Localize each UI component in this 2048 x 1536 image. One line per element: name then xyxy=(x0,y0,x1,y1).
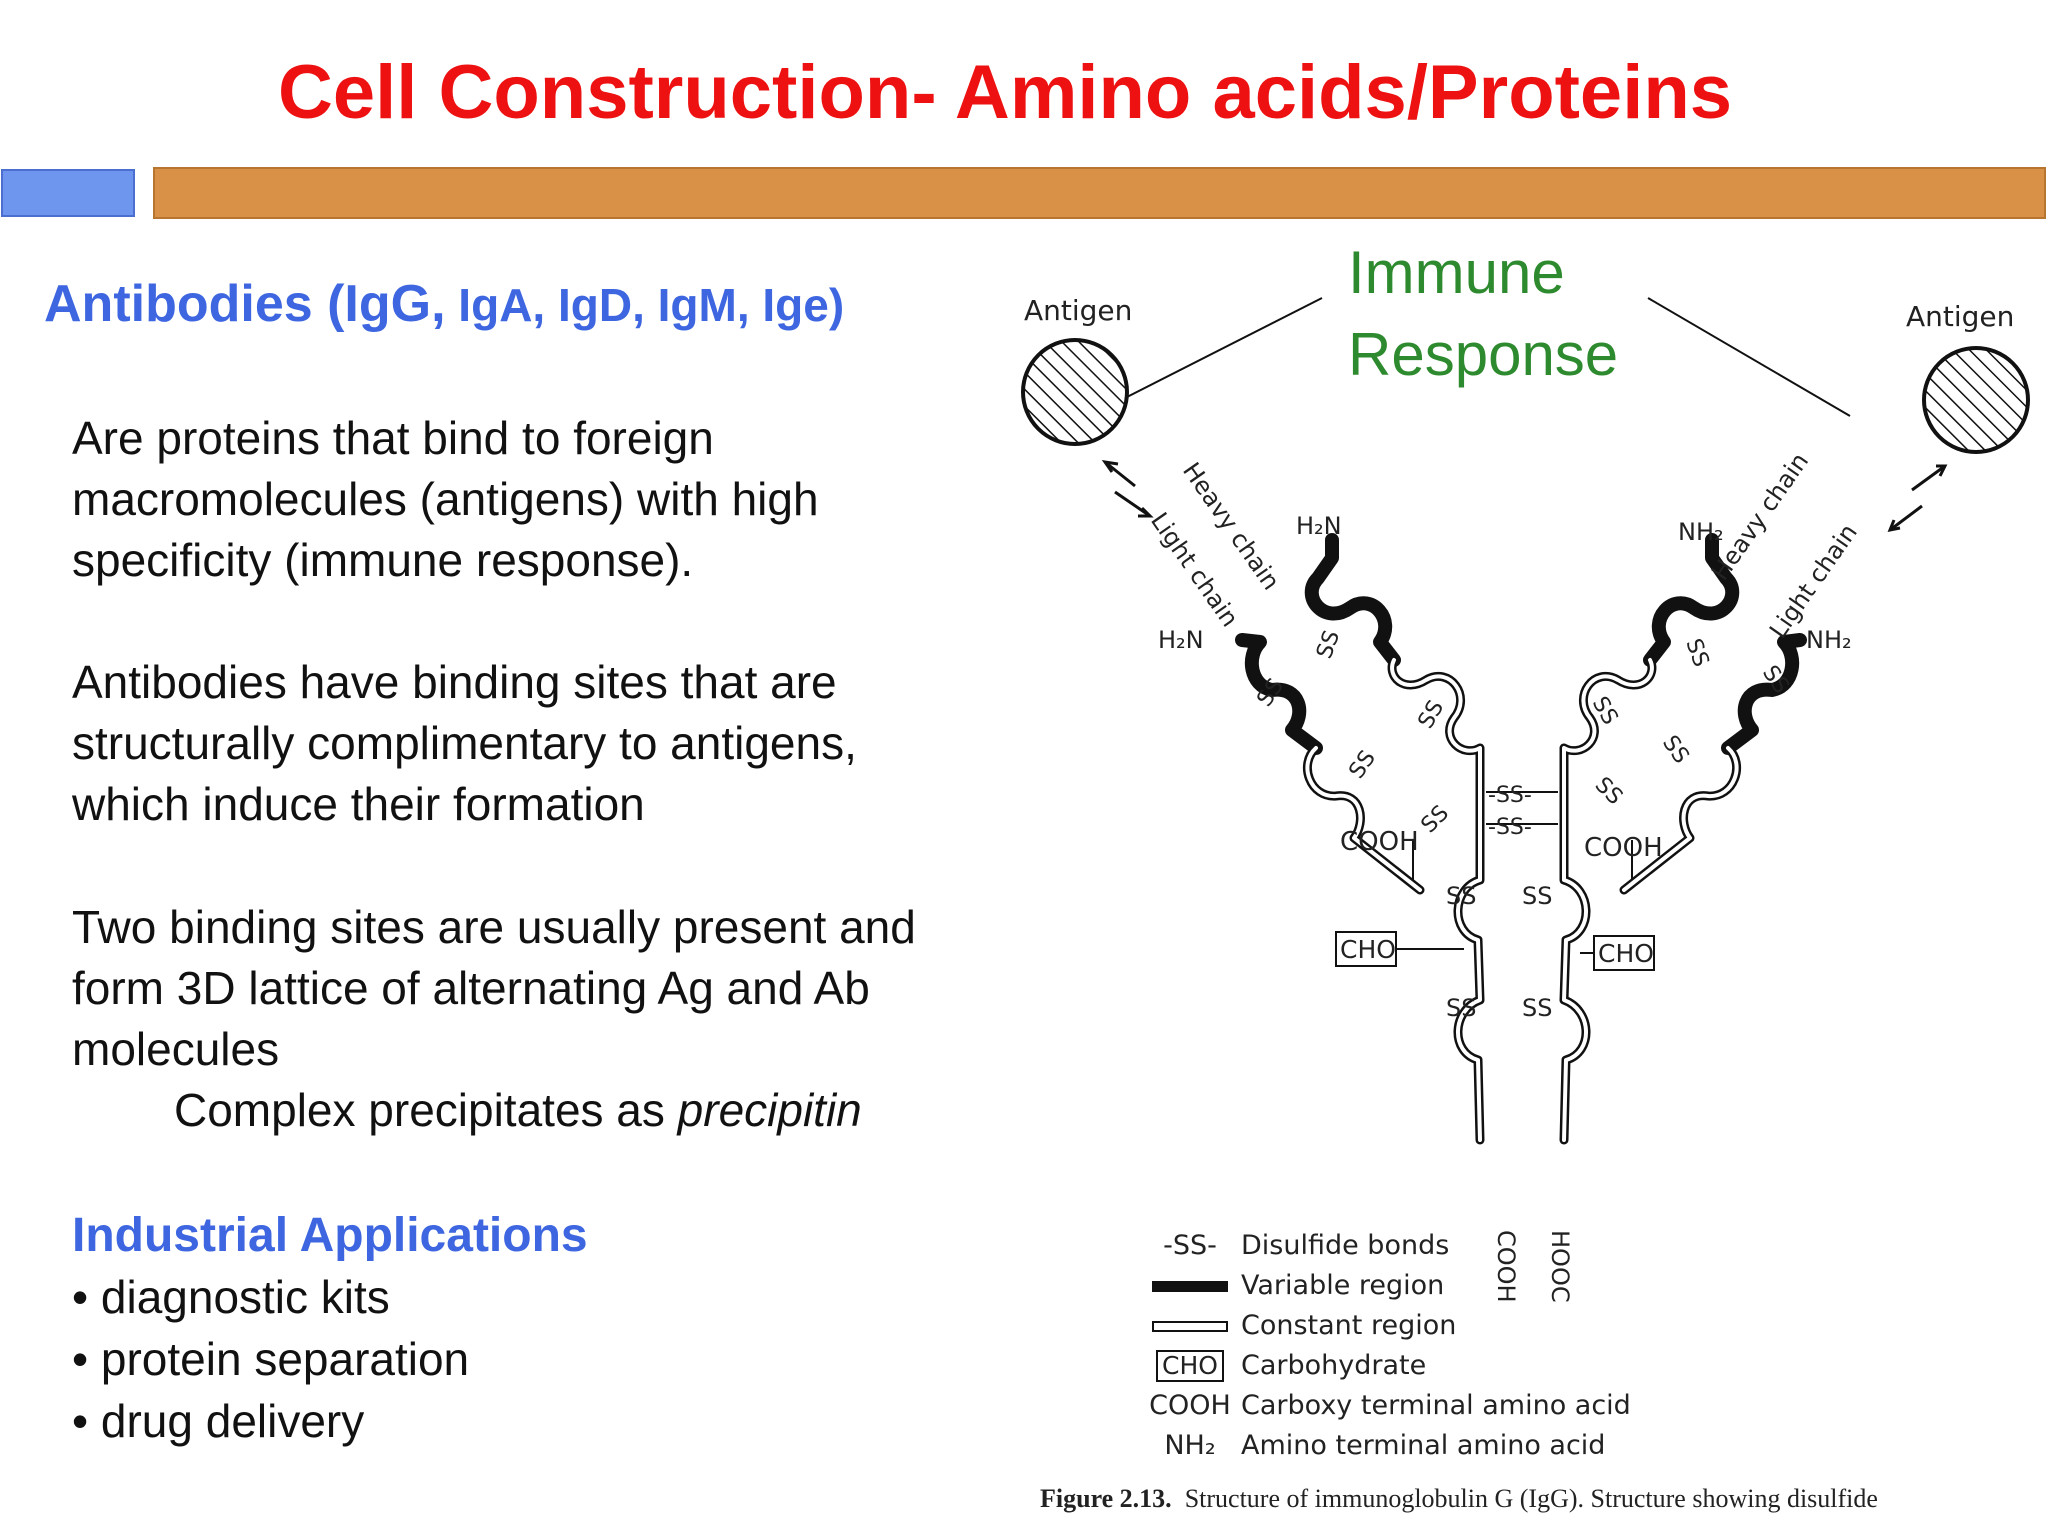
diagram-legend: -SS- Disulfide bonds Variable region Cons… xyxy=(1145,1226,1631,1466)
list-item: diagnostic kits xyxy=(72,1266,469,1328)
binding-arrows xyxy=(1101,459,1948,533)
title-accent-bar-blue xyxy=(1,169,135,217)
legend-label: Amino terminal amino acid xyxy=(1241,1430,1606,1461)
caption-text: Structure of immunoglobulin G (IgG). Str… xyxy=(1184,1484,1878,1513)
para3-line: Two binding sites are usually present an… xyxy=(72,901,916,953)
legend-label: Constant region xyxy=(1241,1310,1457,1341)
figure-caption: Figure 2.13. Structure of immunoglobulin… xyxy=(1040,1484,1878,1514)
right-light-chain xyxy=(1619,633,1807,895)
para2-line: structurally complimentary to antigens, xyxy=(72,717,857,769)
nh2-heavy-right: NH₂ xyxy=(1678,518,1724,546)
ss-label: SS xyxy=(1522,882,1552,910)
para1-line: Are proteins that bind to foreign xyxy=(72,412,714,464)
constant-region-swatch xyxy=(1152,1320,1228,1332)
para3-line: form 3D lattice of alternating Ag and Ab xyxy=(72,962,870,1014)
light-chain-right-label: Light chain xyxy=(1764,519,1863,644)
paragraph-definition: Are proteins that bind to foreign macrom… xyxy=(72,408,819,591)
legend-label: Carboxy terminal amino acid xyxy=(1241,1390,1631,1421)
h2n-heavy-left: H₂N xyxy=(1296,512,1342,540)
para3-line: molecules xyxy=(72,1023,280,1075)
legend-row: -SS- Disulfide bonds xyxy=(1145,1226,1631,1266)
precipitin-line: Complex precipitates as precipitin xyxy=(174,1080,916,1141)
title-accent-bar-orange xyxy=(153,167,2046,219)
ss-label: SS xyxy=(1680,636,1713,671)
legend-label: Disulfide bonds xyxy=(1241,1230,1450,1261)
ss-label: SS xyxy=(1590,773,1627,810)
caption-label: Figure 2.13. xyxy=(1040,1484,1172,1513)
precipitin-prefix: Complex precipitates as xyxy=(174,1084,678,1136)
legend-row: CHO Carbohydrate xyxy=(1145,1346,1631,1386)
igg-structure-diagram: Antigen Antigen xyxy=(1021,294,2030,1303)
antibodies-heading: Antibodies (IgG, IgA, IgD, IgM, Ige) xyxy=(44,272,844,337)
legend-symbol-ss: -SS- xyxy=(1163,1230,1217,1261)
legend-label: Carbohydrate xyxy=(1241,1350,1427,1381)
legend-row: Constant region xyxy=(1145,1306,1631,1346)
ss-label: SS xyxy=(1344,746,1381,783)
list-item: protein separation xyxy=(72,1328,469,1390)
legend-symbol-nh2: NH₂ xyxy=(1164,1430,1216,1461)
legend-row: Variable region xyxy=(1145,1266,1631,1306)
cho-left: CHO xyxy=(1335,931,1464,967)
para2-line: Antibodies have binding sites that are xyxy=(72,656,837,708)
immune-line: Immune xyxy=(1348,239,1565,306)
left-light-chain xyxy=(1235,633,1425,895)
legend-row: NH₂ Amino terminal amino acid xyxy=(1145,1426,1631,1466)
antigen-right-label: Antigen xyxy=(1906,300,2014,333)
ss-label: SS xyxy=(1417,801,1454,838)
nh2-light-right: NH₂ xyxy=(1806,626,1852,654)
para1-line: macromolecules (antigens) with high xyxy=(72,473,819,525)
ss-label: SS xyxy=(1414,696,1450,733)
cho-right: CHO xyxy=(1580,935,1655,971)
precipitin-word: precipitin xyxy=(677,1084,862,1136)
para1-line: specificity (immune response). xyxy=(72,534,694,586)
antigen-left: Antigen xyxy=(1021,294,1132,446)
cooh-left-label: COOH xyxy=(1340,827,1419,857)
cooh-right-label: COOH xyxy=(1584,833,1663,863)
para2-line: which induce their formation xyxy=(72,778,645,830)
immune-response-label: Immune Response xyxy=(1348,232,1618,396)
heavy-chain-right-label: Heavy chain xyxy=(1706,448,1814,586)
ss-label: SS xyxy=(1446,882,1476,910)
applications-heading: Industrial Applications xyxy=(72,1209,588,1262)
ss-label: SS xyxy=(1446,994,1476,1022)
cho-right-label: CHO xyxy=(1598,939,1654,968)
cho-left-label: CHO xyxy=(1340,935,1396,964)
ss-label: SS xyxy=(1657,731,1694,768)
legend-symbol-cho: CHO xyxy=(1145,1350,1235,1382)
h2n-light-left: H₂N xyxy=(1158,626,1204,654)
legend-row: COOH Carboxy terminal amino acid xyxy=(1145,1386,1631,1426)
variable-region-swatch xyxy=(1152,1280,1228,1292)
right-heavy-chain xyxy=(1559,533,1740,1145)
heading-rest: IgA, IgD, IgM, Ige) xyxy=(445,279,845,331)
cho-swatch: CHO xyxy=(1156,1350,1224,1382)
left-heavy-chain xyxy=(1304,533,1485,1145)
antigen-left-label: Antigen xyxy=(1024,294,1132,327)
hooc-bottom-label: HOOC xyxy=(1546,1230,1574,1303)
hinge-disulfide-bonds xyxy=(1412,791,1633,880)
applications-list: diagnostic kits protein separation drug … xyxy=(72,1266,469,1452)
cooh-bottom-label: COOH xyxy=(1492,1230,1520,1303)
ss-bond-label: -SS- xyxy=(1488,783,1532,808)
legend-symbol-cooh: COOH xyxy=(1149,1390,1231,1421)
slide-title: Cell Construction- Amino acids/Proteins xyxy=(277,50,1733,135)
legend-symbol-variable xyxy=(1145,1280,1235,1292)
legend-label: Variable region xyxy=(1241,1270,1445,1301)
ss-bond-label: -SS- xyxy=(1488,815,1532,840)
list-item: drug delivery xyxy=(72,1390,469,1452)
paragraph-lattice: Two binding sites are usually present an… xyxy=(72,897,916,1141)
legend-symbol-constant xyxy=(1145,1320,1235,1332)
ss-label: SS xyxy=(1312,627,1345,662)
paragraph-binding-sites: Antibodies have binding sites that are s… xyxy=(72,652,857,835)
ss-label: SS xyxy=(1522,994,1552,1022)
heading-main: Antibodies (IgG, xyxy=(44,275,446,333)
immune-line: Response xyxy=(1348,321,1619,388)
antigen-right: Antigen xyxy=(1906,300,2030,454)
